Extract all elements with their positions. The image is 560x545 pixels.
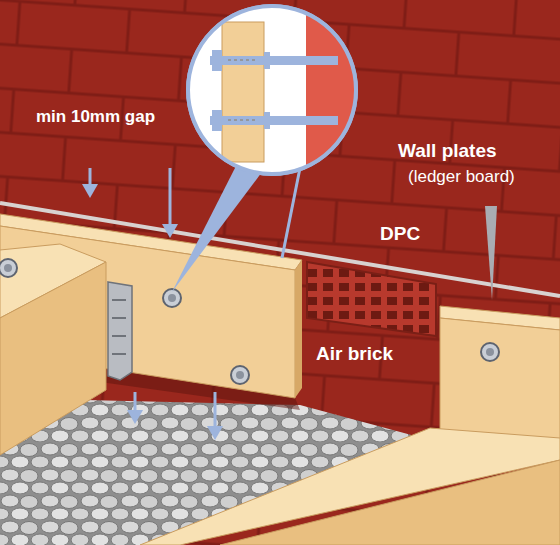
- zoom-pointer: [172, 166, 262, 292]
- part-label: Wall plates: [398, 141, 497, 162]
- pointer: [485, 206, 497, 300]
- bolt: [481, 343, 499, 361]
- part-label: Air brick: [316, 344, 393, 365]
- part-label: DPC: [380, 224, 420, 245]
- gap-arrow: [82, 168, 223, 440]
- bolt: [0, 259, 249, 384]
- ledger-board: [440, 318, 560, 445]
- joist-hanger: [108, 282, 132, 380]
- gap-dimension: min 10mm gap: [36, 108, 155, 127]
- air-brick: [307, 262, 436, 336]
- part-label: (ledger board): [408, 168, 515, 187]
- joist: [0, 262, 106, 455]
- zoom-detail: [180, 0, 406, 180]
- joist: [140, 428, 560, 545]
